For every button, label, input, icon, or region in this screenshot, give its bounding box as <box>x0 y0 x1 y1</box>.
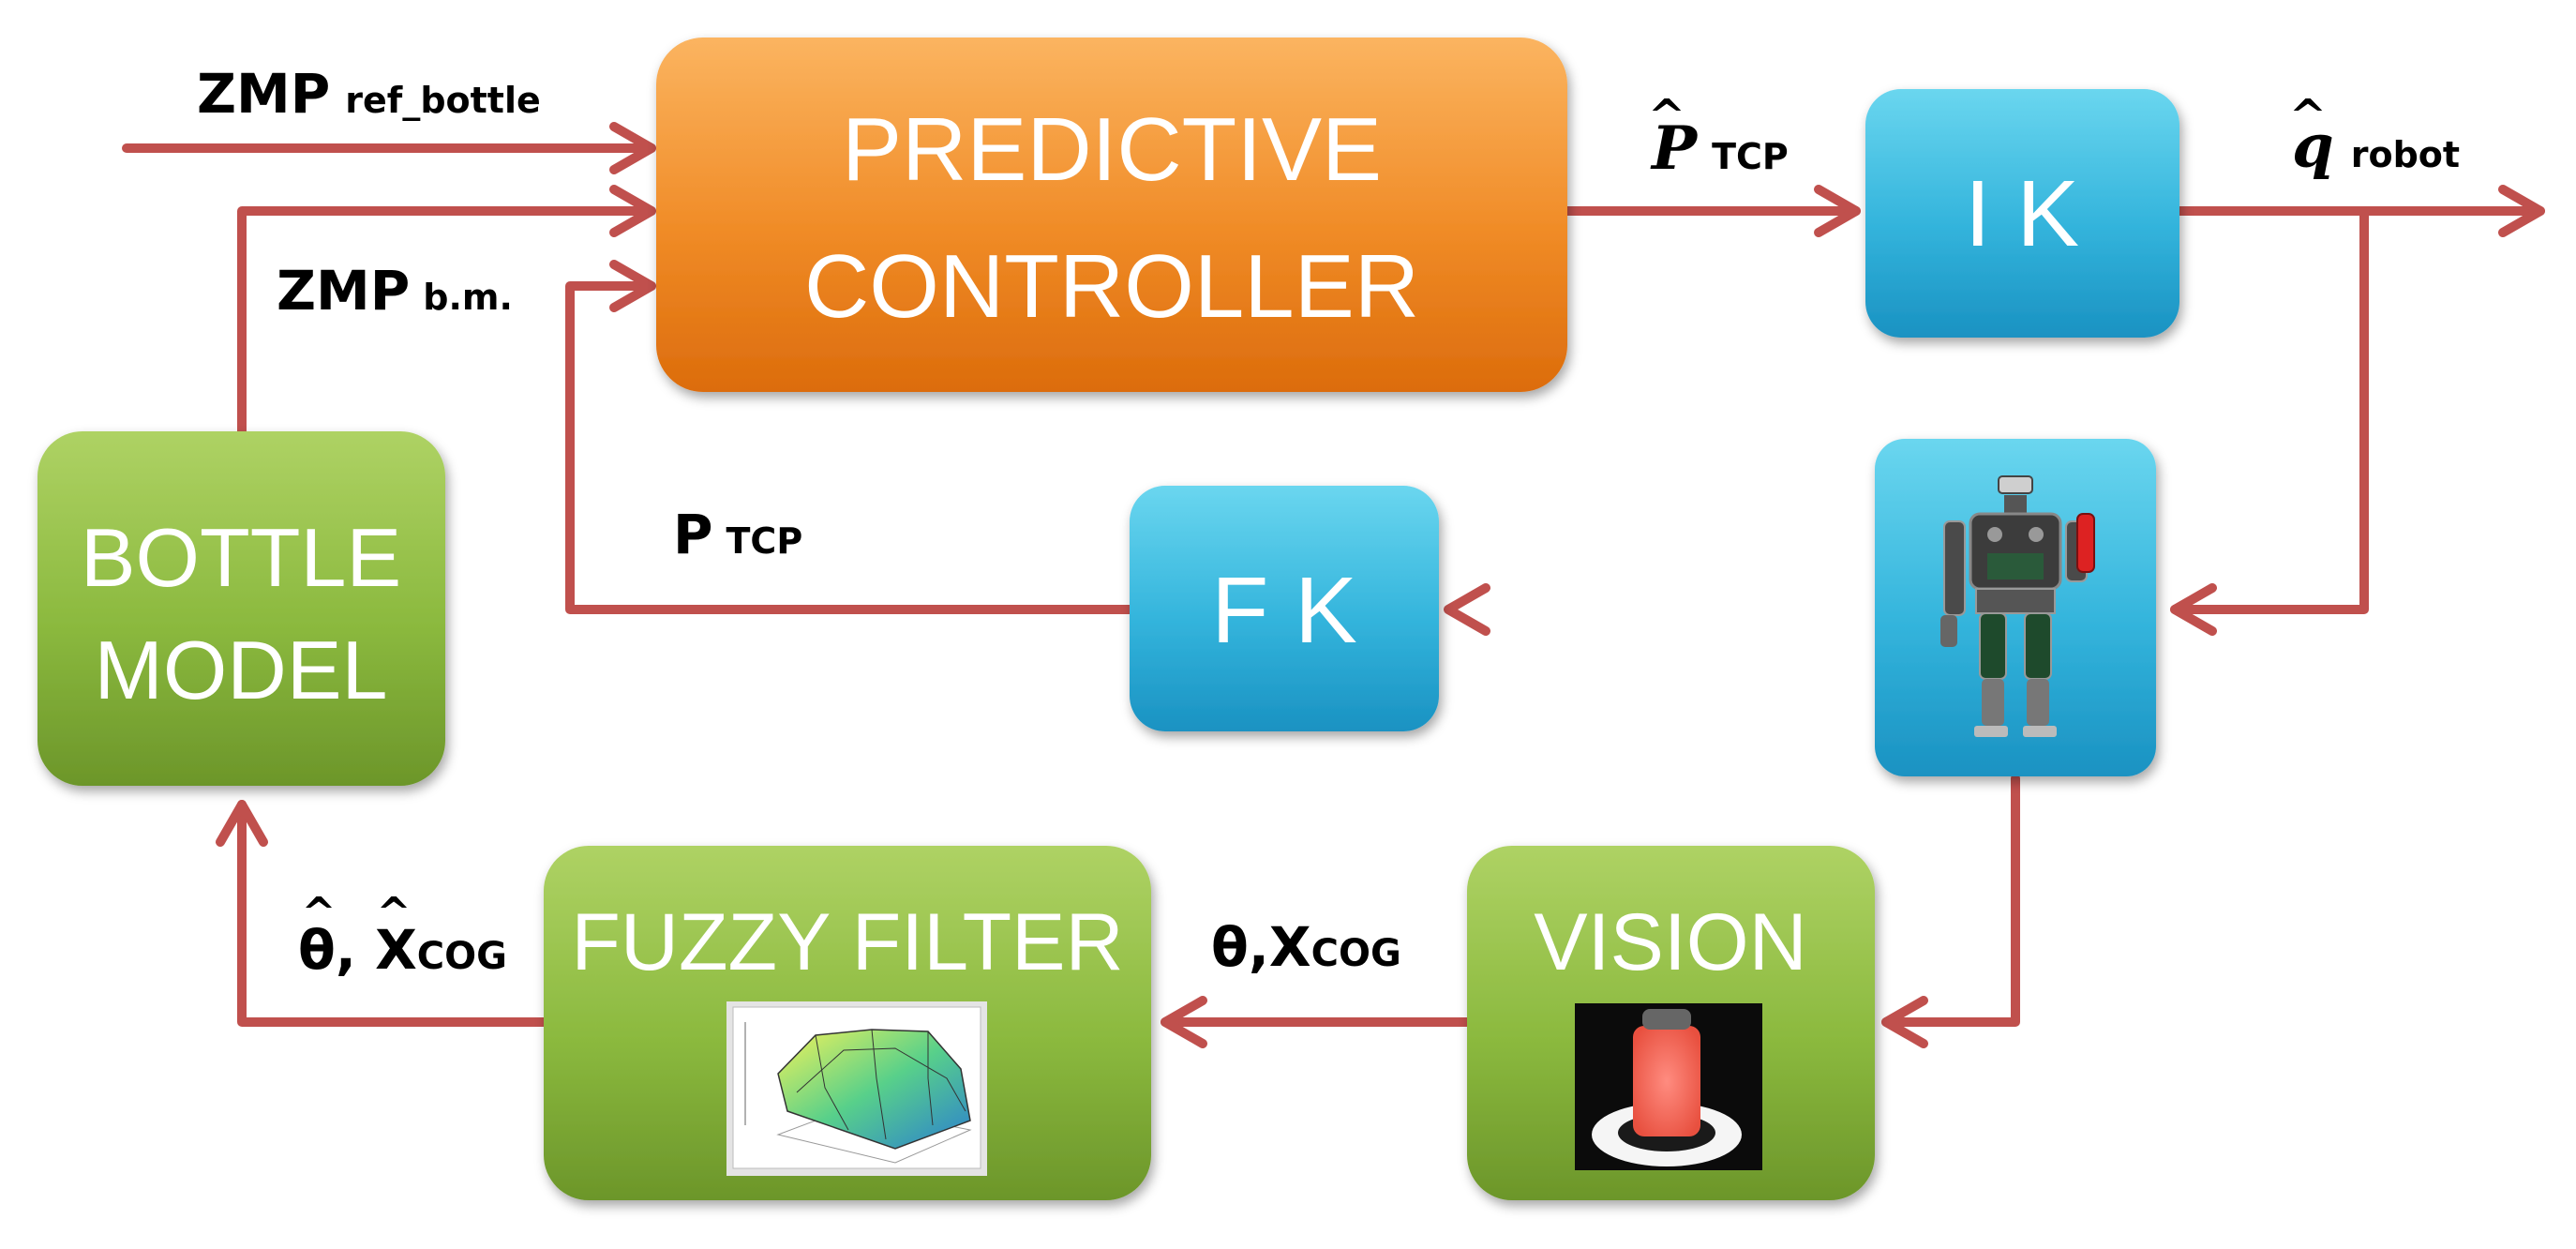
theta-x-label: θ,XCOG <box>1211 915 1401 979</box>
arrowhead-zmp-ref <box>609 122 656 174</box>
vision-label: VISION <box>1534 897 1807 987</box>
hat-accent-x: ^ <box>377 889 412 937</box>
bottle-model-block: BOTTLE MODEL <box>37 431 445 786</box>
p-tcp-main: P <box>673 503 713 566</box>
predictive-controller-line1: PREDICTIVE <box>842 99 1382 200</box>
theta-x-hat-line <box>237 800 548 1027</box>
predictive-controller-line2: CONTROLLER <box>804 236 1419 337</box>
vision-camera-image <box>1575 1003 1762 1170</box>
fuzzy-filter-label: FUZZY FILTER <box>571 897 1123 987</box>
bottle-model-line2: MODEL <box>95 624 388 716</box>
zmp-ref-main: ZMP <box>197 62 330 126</box>
p-tcp-hat-sub: TCP <box>1712 136 1789 177</box>
zmp-bm-main: ZMP <box>277 259 410 323</box>
zmp-ref-sub: ref_bottle <box>345 80 540 121</box>
p-tcp-hat-main: P <box>1650 113 1699 184</box>
arrowhead-zmp-bm <box>609 185 656 237</box>
zmp-bm-label: ZMP b.m. <box>277 259 513 323</box>
theta-x-main: θ,X <box>1211 915 1311 979</box>
p-tcp-feedback-line <box>565 281 1134 614</box>
predictive-controller-block: PREDICTIVE CONTROLLER <box>656 38 1567 392</box>
humanoid-robot-image <box>1940 475 2095 737</box>
arrowhead-fuzzy-in <box>1161 996 1207 1048</box>
robot-to-vision-line <box>1881 774 2020 1027</box>
zmp-bm-sub: b.m. <box>423 277 513 318</box>
arrowhead-vision-in <box>1881 996 1928 1048</box>
arrowhead-robot-in <box>2170 583 2217 636</box>
theta-x-hat-main: θ, X <box>298 918 417 982</box>
arrowhead-bottle-in <box>216 800 268 847</box>
q-robot-hat-main: q <box>2292 112 2334 182</box>
bottle-model-line1: BOTTLE <box>81 511 401 604</box>
fuzzy-surface-plot-image <box>726 1001 987 1176</box>
vision-block: VISION <box>1467 846 1875 1200</box>
fk-label: F K <box>1211 558 1357 663</box>
robot-block <box>1875 439 2156 776</box>
hat-accent-p: ^ <box>1648 90 1685 143</box>
theta-x-hat-sub: COG <box>417 935 507 978</box>
arrowhead-fk-in <box>1444 583 1490 636</box>
hat-accent-theta: ^ <box>302 889 337 937</box>
connectors <box>122 143 2545 1027</box>
arrowhead-p-tcp-feedback <box>609 260 656 312</box>
hat-accent-q: ^ <box>2289 90 2327 143</box>
ik-label: I K <box>1965 161 2079 266</box>
fk-block: F K <box>1130 486 1439 731</box>
ik-block: I K <box>1865 89 2179 338</box>
theta-x-hat-label: ^ ^ θ, XCOG <box>298 889 507 982</box>
q-robot-branch-line <box>2170 206 2369 614</box>
q-robot-hat-sub: robot <box>2351 134 2460 175</box>
arrowheads <box>216 122 2545 1048</box>
arrowhead-ik-in <box>1814 185 1861 237</box>
theta-x-sub: COG <box>1311 932 1401 975</box>
fuzzy-filter-block: FUZZY FILTER <box>544 846 1151 1200</box>
zmp-bm-line <box>237 206 656 436</box>
svg-text:θ, XCOG: θ, XCOG <box>298 918 507 982</box>
zmp-ref-label: ZMP ref_bottle <box>197 62 541 126</box>
p-tcp-sub: TCP <box>726 520 803 562</box>
p-tcp-hat-label: ^ P TCP <box>1648 90 1789 184</box>
p-tcp-label: P TCP <box>673 503 802 566</box>
arrowhead-output <box>2498 185 2545 237</box>
